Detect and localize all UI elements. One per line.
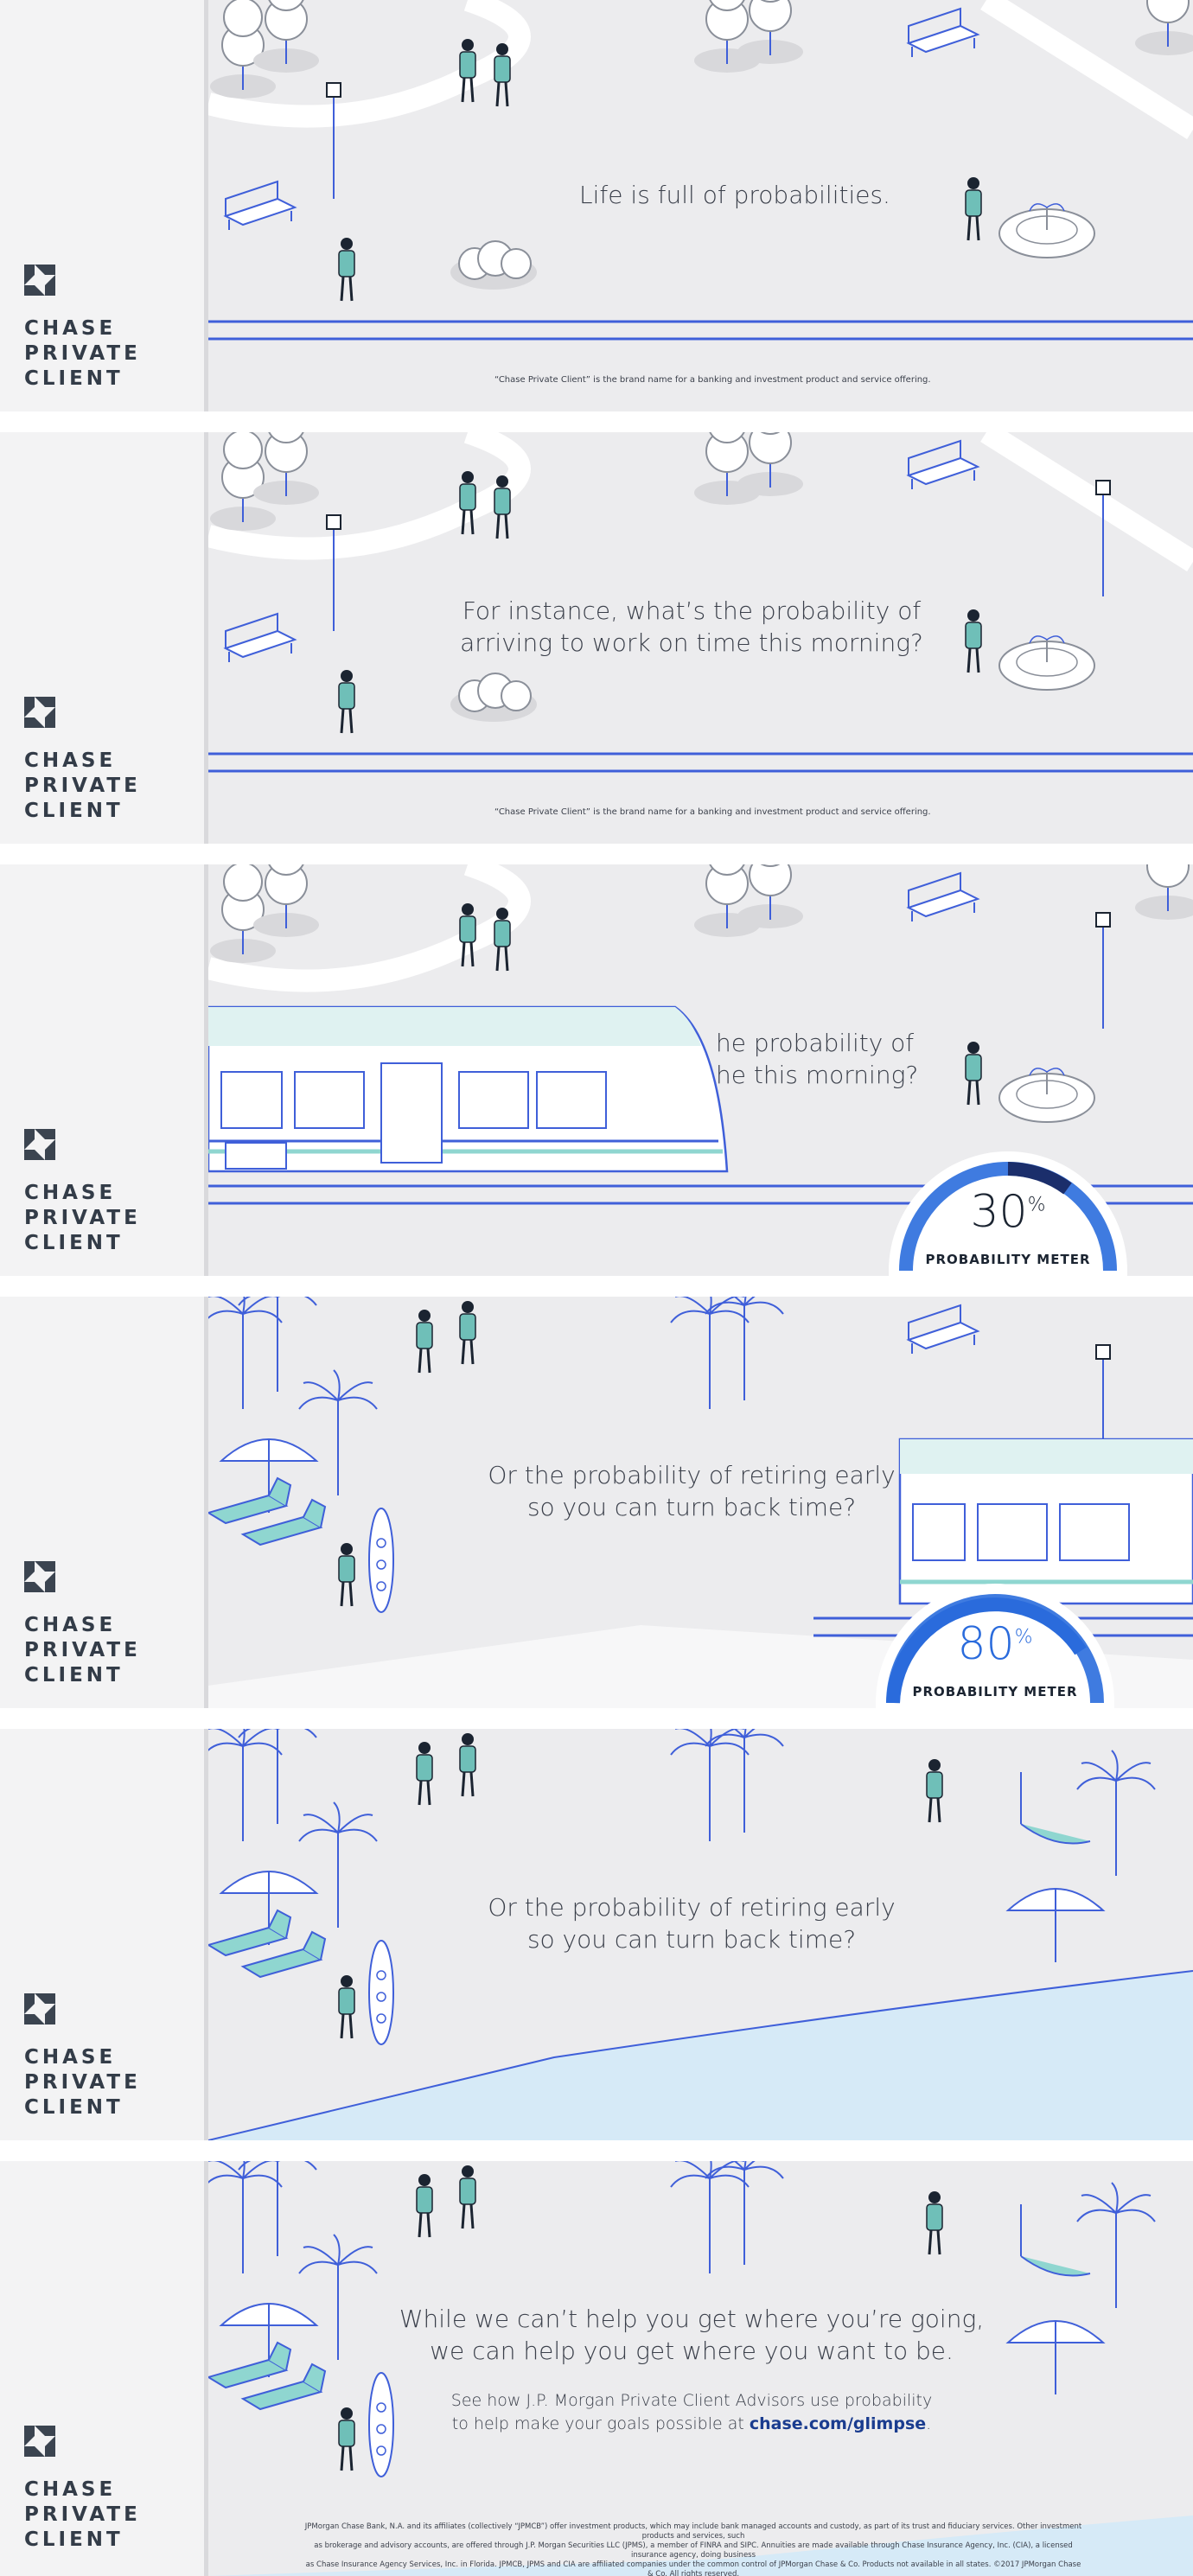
caption-line: so you can turn back time? <box>526 1493 857 1521</box>
legal-line: as Chase Insurance Agency Services, Inc.… <box>305 2560 1081 2576</box>
brand-line: CHASE <box>24 1614 117 1636</box>
caption-line: While we can’t help you get where you’re… <box>399 2305 985 2333</box>
brand-line: CHASE <box>24 2478 117 2501</box>
brand-line: CLIENT <box>24 2096 124 2119</box>
caption-line: we can help you get where you want to be… <box>430 2337 954 2365</box>
panel-separator <box>0 1708 1193 1729</box>
brand-line: CHASE <box>24 749 117 772</box>
railway-track <box>208 752 1193 773</box>
meter-gauge <box>876 1584 1114 1708</box>
meter-label: PROBABILITY METER <box>925 1252 1091 1267</box>
brand-footnote: “Chase Private Client” is the brand name… <box>494 807 931 817</box>
meter-unit: % <box>1027 1194 1046 1216</box>
cta-line: See how J.P. Morgan Private Client Advis… <box>450 2391 933 2410</box>
meter-label: PROBABILITY METER <box>912 1684 1078 1699</box>
brand-line: CLIENT <box>24 2528 124 2551</box>
panel-caption: Or the probability of retiring early so … <box>389 1459 994 1523</box>
train-scene-illustration <box>208 864 1193 1205</box>
chase-octagon-icon <box>24 697 55 728</box>
glimpse-link[interactable]: chase.com/glimpse <box>749 2414 927 2433</box>
caption-line: so you can turn back time? <box>526 1925 857 1954</box>
brand-name: CHASE PRIVATE CLIENT <box>24 1181 141 1256</box>
chase-octagon-icon <box>24 265 55 296</box>
meter-value: 80% <box>873 1618 1117 1670</box>
railway-track <box>208 320 1193 341</box>
panel-caption: For instance, what’s the probability of … <box>389 595 994 659</box>
brand-line: CHASE <box>24 1182 117 1204</box>
brand-name: CHASE PRIVATE CLIENT <box>24 2045 141 2120</box>
brand-line: CLIENT <box>24 367 124 390</box>
brand-line: CLIENT <box>24 1664 124 1687</box>
train <box>208 1005 729 1173</box>
panel-caption: he probability of he this morning? <box>716 1027 918 1091</box>
caption-line: arriving to work on time this morning? <box>460 628 923 657</box>
caption-line: Life is full of probabilities. <box>579 181 890 209</box>
panel-caption: Life is full of probabilities. <box>432 179 1037 211</box>
brand-line: PRIVATE <box>24 1207 141 1229</box>
train <box>898 1438 1193 1605</box>
panel-caption: While we can’t help you get where you’re… <box>389 2303 994 2367</box>
legal-disclaimer: JPMorgan Chase Bank, N.A. and its affili… <box>304 2522 1082 2576</box>
brand-name: CHASE PRIVATE CLIENT <box>24 749 141 824</box>
brand-line: PRIVATE <box>24 1639 141 1661</box>
brand-sidebar: CHASE PRIVATE CLIENT <box>0 0 208 411</box>
brand-line: CLIENT <box>24 800 124 822</box>
caption-line: Or the probability of retiring early <box>488 1893 896 1922</box>
meter-unit: % <box>1014 1626 1033 1648</box>
panel-caption: Or the probability of retiring early so … <box>389 1891 994 1955</box>
caption-line: For instance, what’s the probability of <box>462 596 922 625</box>
park-scene-illustration <box>208 0 1193 341</box>
panel-separator <box>0 411 1193 432</box>
brand-line: CHASE <box>24 2046 117 2069</box>
legal-line: as brokerage and advisory accounts, are … <box>314 2541 1073 2560</box>
probability-meter: 30% PROBABILITY METER <box>886 1141 1130 1276</box>
brand-name: CHASE PRIVATE CLIENT <box>24 1613 141 1688</box>
legal-line: JPMorgan Chase Bank, N.A. and its affili… <box>304 2522 1082 2541</box>
panel-separator <box>0 1276 1193 1297</box>
brand-line: PRIVATE <box>24 775 141 797</box>
brand-line: PRIVATE <box>24 2503 141 2526</box>
beach-scene-illustration <box>208 2161 1193 2576</box>
panel-park-question: CHASE PRIVATE CLIENT For instance, what’… <box>0 432 1193 844</box>
chase-octagon-icon <box>24 1993 55 2024</box>
caption-line: he probability of <box>716 1029 915 1057</box>
panel-beach-meter-80: CHASE PRIVATE CLIENT Or the probability … <box>0 1297 1193 1708</box>
brand-name: CHASE PRIVATE CLIENT <box>24 316 141 392</box>
chase-octagon-icon <box>24 1561 55 1592</box>
caption-line: he this morning? <box>716 1061 919 1089</box>
caption-line: Or the probability of retiring early <box>488 1461 896 1489</box>
cta-line: to help make your goals possible at chas… <box>389 2413 994 2436</box>
meter-number: 30 <box>970 1186 1028 1238</box>
cta-prefix: to help make your goals possible at <box>451 2414 750 2433</box>
brand-line: PRIVATE <box>24 2071 141 2094</box>
chase-octagon-icon <box>24 1129 55 1160</box>
cta-suffix: . <box>926 2414 932 2433</box>
brand-footnote: “Chase Private Client” is the brand name… <box>494 375 931 385</box>
brand-sidebar: CHASE PRIVATE CLIENT <box>0 432 208 844</box>
panel-train-meter-30: CHASE PRIVATE CLIENT he prob <box>0 864 1193 1276</box>
brand-name: CHASE PRIVATE CLIENT <box>24 2477 141 2553</box>
brand-line: PRIVATE <box>24 342 141 365</box>
panel-separator <box>0 844 1193 864</box>
panel-beach-question: CHASE PRIVATE CLIENT Or the probability … <box>0 1729 1193 2140</box>
meter-gauge <box>889 1151 1127 1276</box>
brand-sidebar: CHASE PRIVATE CLIENT <box>0 2161 208 2576</box>
probability-meter: 80% PROBABILITY METER <box>873 1573 1117 1708</box>
meter-value: 30% <box>886 1186 1130 1238</box>
brand-sidebar: CHASE PRIVATE CLIENT <box>0 1729 208 2140</box>
brand-line: CHASE <box>24 317 117 340</box>
meter-number: 80 <box>957 1618 1015 1670</box>
brand-sidebar: CHASE PRIVATE CLIENT <box>0 864 208 1276</box>
panel-separator <box>0 2140 1193 2161</box>
panel-park-intro: CHASE PRIVATE CLIENT Life is full of pro… <box>0 0 1193 411</box>
panel-closing: CHASE PRIVATE CLIENT While we can’t help… <box>0 2161 1193 2576</box>
brand-sidebar: CHASE PRIVATE CLIENT <box>0 1297 208 1708</box>
chase-octagon-icon <box>24 2426 55 2457</box>
beach-scene-illustration <box>208 1729 1193 2140</box>
park-scene-illustration <box>208 432 1193 773</box>
brand-line: CLIENT <box>24 1232 124 1254</box>
cta-text: See how J.P. Morgan Private Client Advis… <box>389 2389 994 2436</box>
